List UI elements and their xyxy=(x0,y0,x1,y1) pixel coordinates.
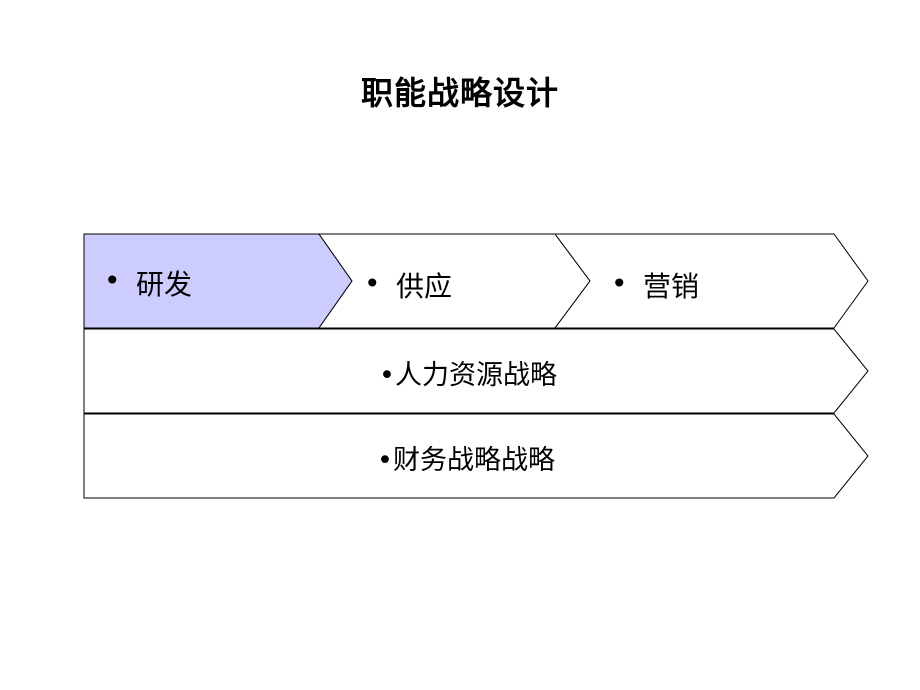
chevron-marketing: • 营销 xyxy=(554,233,869,329)
bar-hr-strategy-shape xyxy=(83,328,869,414)
bar-finance-strategy-label: •财务战略战略 xyxy=(377,445,555,476)
bar-hr-strategy: •人力资源战略 xyxy=(83,328,869,414)
chevron-rnd: • 研发 xyxy=(83,233,353,329)
chevron-supply-bullet: • xyxy=(364,267,381,300)
bar-finance-strategy: •财务战略战略 xyxy=(83,413,869,499)
chevron-rnd-label: 研发 xyxy=(136,268,192,301)
chevron-marketing-bullet: • xyxy=(611,267,628,300)
chevron-supply: • 供应 xyxy=(318,233,591,329)
chevron-marketing-label: 营销 xyxy=(643,270,699,303)
chevron-supply-shape xyxy=(318,233,591,329)
bar-finance-strategy-shape xyxy=(83,413,869,499)
chevron-rnd-shape xyxy=(83,233,353,329)
slide-title: 职能战略设计 xyxy=(360,74,559,112)
bar-hr-strategy-label: •人力资源战略 xyxy=(379,360,557,391)
chevron-supply-label: 供应 xyxy=(396,270,452,303)
chevron-marketing-shape xyxy=(554,233,869,329)
chevron-rnd-bullet: • xyxy=(104,264,121,297)
